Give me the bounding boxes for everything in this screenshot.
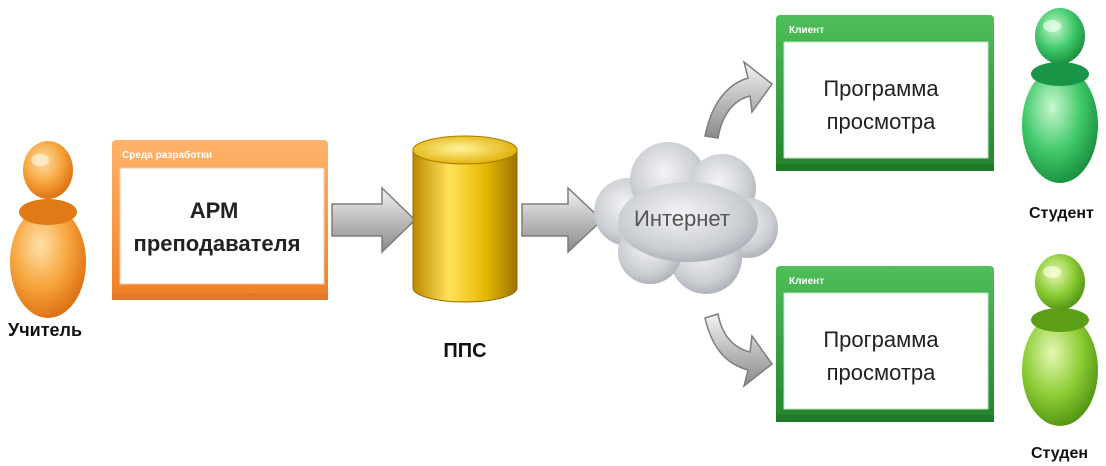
arrow-to-client-bottom-icon xyxy=(704,313,774,388)
client-top-tag: Клиент xyxy=(789,25,824,36)
dev-environment-box xyxy=(112,140,328,300)
database-label: ППС xyxy=(443,340,486,362)
student-bottom-figure-icon xyxy=(1022,254,1098,426)
teacher-figure-icon xyxy=(10,141,86,318)
client-box-bottom xyxy=(776,266,994,422)
arrow-to-client-top-icon xyxy=(704,60,774,139)
internet-label: Интернет xyxy=(634,206,730,231)
student-top-figure-icon xyxy=(1022,8,1098,183)
internet-cloud-icon xyxy=(594,142,778,294)
arrow-dev-to-db-icon xyxy=(331,186,417,254)
student-bottom-label: Студен xyxy=(1031,445,1088,462)
client-bottom-tag: Клиент xyxy=(789,276,824,287)
client-top-line2: просмотра xyxy=(827,109,937,134)
dev-environment-line1: АРМ xyxy=(190,198,239,223)
dev-environment-tag: Среда разработки xyxy=(122,149,212,161)
client-top-line1: Программа xyxy=(823,76,939,101)
student-top-label: Студент xyxy=(1029,205,1094,222)
client-bottom-line1: Программа xyxy=(823,327,939,352)
client-box-top xyxy=(776,15,994,171)
database-icon xyxy=(412,135,518,303)
arrow-db-to-internet-icon xyxy=(521,186,604,254)
client-bottom-line2: просмотра xyxy=(827,360,937,385)
dev-environment-line2: преподавателя xyxy=(134,231,301,256)
teacher-label: Учитель xyxy=(8,320,82,340)
